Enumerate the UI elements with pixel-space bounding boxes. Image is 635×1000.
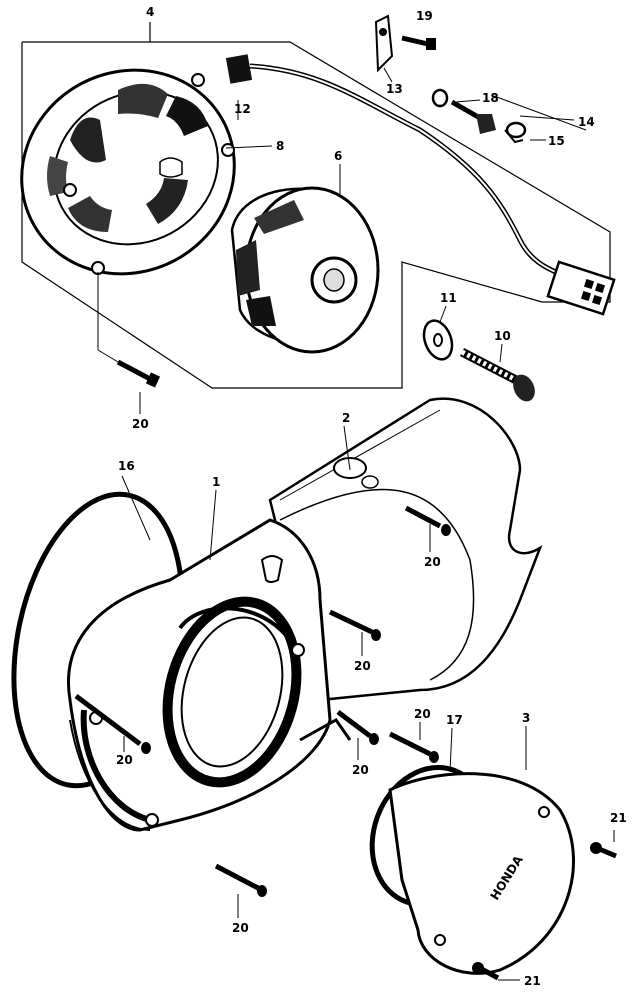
screw-right-cover xyxy=(388,731,439,763)
left-crankcase-cover xyxy=(67,518,352,832)
stator-screw xyxy=(97,272,161,388)
label-2: 2 xyxy=(342,411,350,425)
label-20-bottom: 20 xyxy=(232,921,249,935)
screw-rear-cover xyxy=(404,505,451,536)
label-21-bottom: 21 xyxy=(524,974,541,988)
label-20-lower-mid: 20 xyxy=(352,763,369,777)
label-20-stator: 20 xyxy=(132,417,149,431)
label-20-mid: 20 xyxy=(354,659,371,673)
label-17: 17 xyxy=(446,713,463,727)
terminal-parts xyxy=(431,88,527,144)
label-6: 6 xyxy=(334,149,342,163)
label-15: 15 xyxy=(548,134,565,148)
wire-connector xyxy=(546,260,616,316)
rotor-bolt xyxy=(459,348,535,402)
label-18: 18 xyxy=(482,91,499,105)
label-10: 10 xyxy=(494,329,511,343)
screw-21-top xyxy=(590,842,617,859)
label-21-top: 21 xyxy=(610,811,627,825)
label-14: 14 xyxy=(578,115,595,129)
screw-21-bottom xyxy=(472,962,500,981)
label-11: 11 xyxy=(440,291,457,305)
screw-mid-cover xyxy=(328,609,381,641)
label-8: 8 xyxy=(276,139,284,153)
leader-lines xyxy=(121,67,615,981)
label-4: 4 xyxy=(146,5,154,19)
screw-lower-mid-cover xyxy=(336,710,379,745)
screw-19 xyxy=(401,35,436,50)
grommet xyxy=(374,14,394,73)
label-20-left: 20 xyxy=(116,753,133,767)
screw-bottom-loose xyxy=(214,863,267,897)
label-16: 16 xyxy=(118,459,135,473)
generator-stator xyxy=(20,54,253,276)
label-20-right: 20 xyxy=(414,707,431,721)
label-13: 13 xyxy=(386,82,403,96)
rotor xyxy=(230,186,380,354)
label-1: 1 xyxy=(212,475,220,489)
wire-harness xyxy=(249,63,616,316)
label-20-rear: 20 xyxy=(424,555,441,569)
label-12: 12 xyxy=(234,102,251,116)
label-3: 3 xyxy=(522,711,530,725)
screw-left-cover xyxy=(74,694,151,754)
rear-cover xyxy=(268,397,543,702)
washer xyxy=(422,319,454,361)
generator-cover: HONDA xyxy=(369,764,575,975)
part-labels: 4 8 12 6 13 19 18 14 15 11 10 20 16 1 2 … xyxy=(116,5,627,988)
label-19: 19 xyxy=(416,9,433,23)
